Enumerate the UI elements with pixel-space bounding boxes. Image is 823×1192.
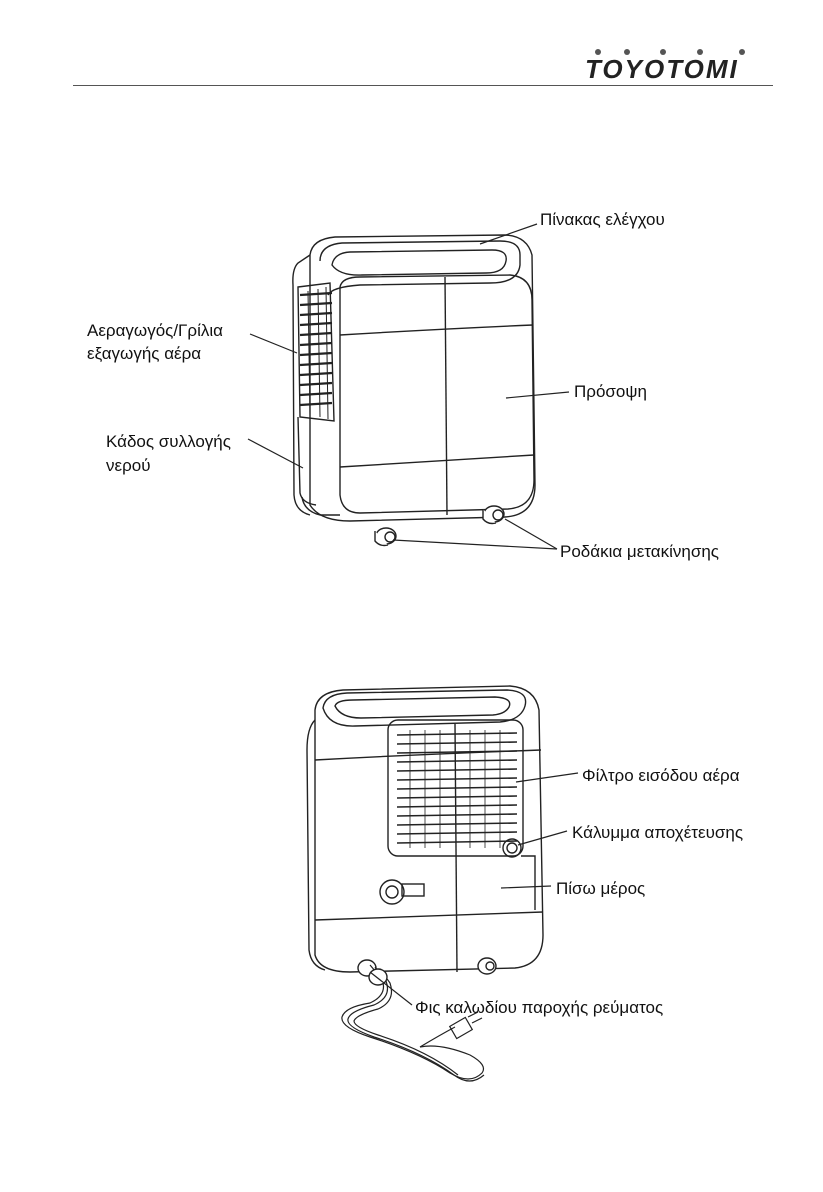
label-control-panel: Πίνακας ελέγχου [540, 208, 665, 231]
power-cord-illustration [330, 955, 500, 1090]
rear-view-illustration [295, 680, 550, 1000]
label-back: Πίσω μέρος [556, 877, 645, 900]
label-air-outlet-line2: εξαγωγής αέρα [87, 342, 201, 365]
brand-wordmark: TOYOTOMI [585, 54, 739, 85]
label-air-outlet-line1: Αεραγωγός/Γρίλια [87, 319, 223, 342]
label-front: Πρόσοψη [574, 380, 647, 403]
header-divider [73, 85, 773, 86]
brand-logo: TOYOTOMI [585, 48, 775, 88]
label-drain-cover: Κάλυμμα αποχέτευσης [572, 821, 743, 844]
label-water-tank-line2: νερού [106, 454, 151, 477]
label-air-filter: Φίλτρο εισόδου αέρα [582, 764, 740, 787]
front-view-illustration [280, 225, 545, 555]
label-water-tank-line1: Κάδος συλλογής [106, 430, 231, 453]
label-power-plug: Φις καλωδίου παροχής ρεύματος [415, 996, 663, 1019]
label-wheels: Ροδάκια μετακίνησης [560, 540, 719, 563]
